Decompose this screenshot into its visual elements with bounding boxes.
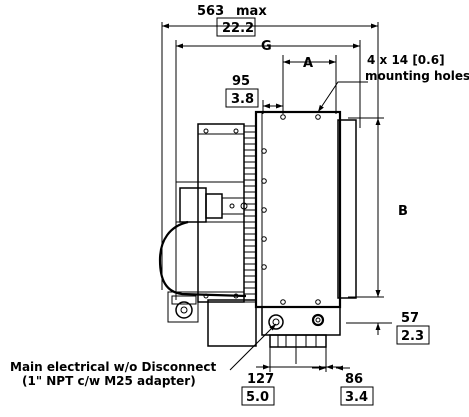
dimension-b-label: B — [398, 204, 408, 219]
mounting-holes-size: 4 x 14 [0.6] — [367, 53, 445, 67]
bottom-in-box — [396, 325, 430, 345]
unit-body — [158, 110, 357, 348]
dimension-g-label: G — [261, 39, 272, 54]
mounting-holes-caption: mounting holes — [365, 69, 469, 83]
width127-in-box — [241, 386, 275, 406]
electrical-note-line2: (1" NPT c/w M25 adapter) — [22, 374, 196, 388]
mounting-hole-icon — [315, 114, 321, 120]
mounting-hole-icon — [280, 114, 286, 120]
mounting-hole-icon — [280, 299, 286, 305]
overall-dimension-in: 22.2 — [222, 21, 254, 36]
dimension-a-label: A — [303, 56, 313, 71]
mounting-hole-icon — [315, 299, 321, 305]
offset-dimension-in: 3.8 — [231, 92, 254, 107]
width127-dimension-in: 5.0 — [246, 390, 269, 405]
width86-dimension-in: 3.4 — [345, 390, 368, 405]
dimension-lines — [161, 22, 392, 372]
offset-dimension-mm: 95 — [232, 74, 250, 89]
overall-dimension-suffix: max — [236, 4, 267, 19]
offset-in-box — [225, 88, 259, 108]
electrical-note-line1: Main electrical w/o Disconnect — [10, 360, 216, 374]
overall-dimension-mm: 563 — [197, 4, 224, 19]
heatsink-fins — [244, 131, 256, 295]
width127-dimension-mm: 127 — [247, 372, 274, 387]
bottom-dimension-mm: 57 — [401, 311, 419, 326]
width86-dimension-mm: 86 — [345, 372, 363, 387]
dimension-labels: 563 max 22.2 G A 95 3.8 4 x 14 [0.6] mou… — [10, 4, 469, 406]
bottom-dimension-in: 2.3 — [401, 329, 424, 344]
width86-in-box — [340, 386, 374, 406]
overall-in-box — [216, 17, 256, 37]
